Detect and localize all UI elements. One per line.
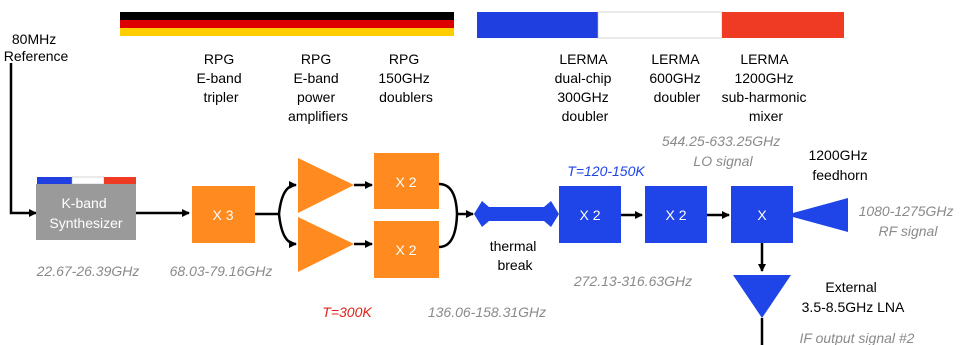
k-band-synthesizer: K-band Synthesizer [36,176,136,240]
doubler-lower-box [374,221,439,278]
header-rpg-doublers: RPG 150GHz doublers [378,51,433,105]
freq-tripler: 68.03-79.16GHz [170,263,273,279]
doubler-upper-label: X 2 [395,174,416,190]
france-flag-white [597,11,723,39]
amplifier-upper [298,158,354,213]
lerma-doubler-600-label: X 2 [665,207,686,223]
header-lerma-600: LERMA 600GHz doubler [649,51,704,105]
header-lerma-300: LERMA dual-chip 300GHz doubler [555,51,616,124]
germany-flag [120,12,454,36]
lerma-doubler-300-box [559,186,621,243]
header-rpg-amplifiers: RPG E-band power amplifiers [288,51,348,124]
france-flag-red [722,12,844,38]
combiner-lower-wire [438,213,459,249]
lna-amplifier [733,275,791,318]
mixer-label: X [757,207,767,223]
freq-if-output: IF output signal #2 [800,330,915,345]
freq-lo: 544.25-633.25GHz LO signal [662,133,784,169]
amplifier-lower [298,217,354,272]
mixer-box [731,186,793,243]
thermal-break-label: thermal break [490,238,541,273]
reference-label: 80MHz Reference [4,31,69,64]
freq-doublers: 136.06-158.31GHz [428,304,546,320]
lna-label: External 3.5-8.5GHz LNA [802,279,905,315]
synth-label: K-band Synthesizer [49,195,122,231]
france-flag-blue [477,12,598,38]
lerma-doubler-300-label: X 2 [579,207,600,223]
germany-flag-black [120,12,454,20]
temp-cold-label: T=120-150K [567,163,645,179]
splitter-lower-wire [277,213,297,248]
lerma-doubler-600-box [645,186,707,243]
header-lerma-1200: LERMA 1200GHz sub-harmonic mixer [722,51,811,124]
tripler-label: X 3 [212,207,233,223]
doubler-upper-box [374,153,439,209]
freq-lerma-doubler: 272.13-316.63GHz [573,273,692,289]
tripler-box [192,186,255,243]
france-flag [477,11,844,39]
thermal-break-shape [474,201,559,227]
germany-flag-red [120,20,454,28]
feedhorn-icon [793,198,848,232]
splitter-upper-wire [277,181,297,215]
reference-wire [9,63,37,217]
header-rpg-tripler: RPG E-band tripler [196,51,245,105]
combiner-upper-wire [438,182,459,215]
temp-warm-label: T=300K [322,304,372,320]
freq-rf: 1080-1275GHz RF signal [859,203,958,239]
doubler-lower-label: X 2 [395,242,416,258]
feedhorn-label: 1200GHz feedhorn [808,147,871,183]
synth-box [36,184,136,240]
germany-flag-gold [120,28,454,36]
freq-synth: 22.67-26.39GHz [36,263,140,279]
